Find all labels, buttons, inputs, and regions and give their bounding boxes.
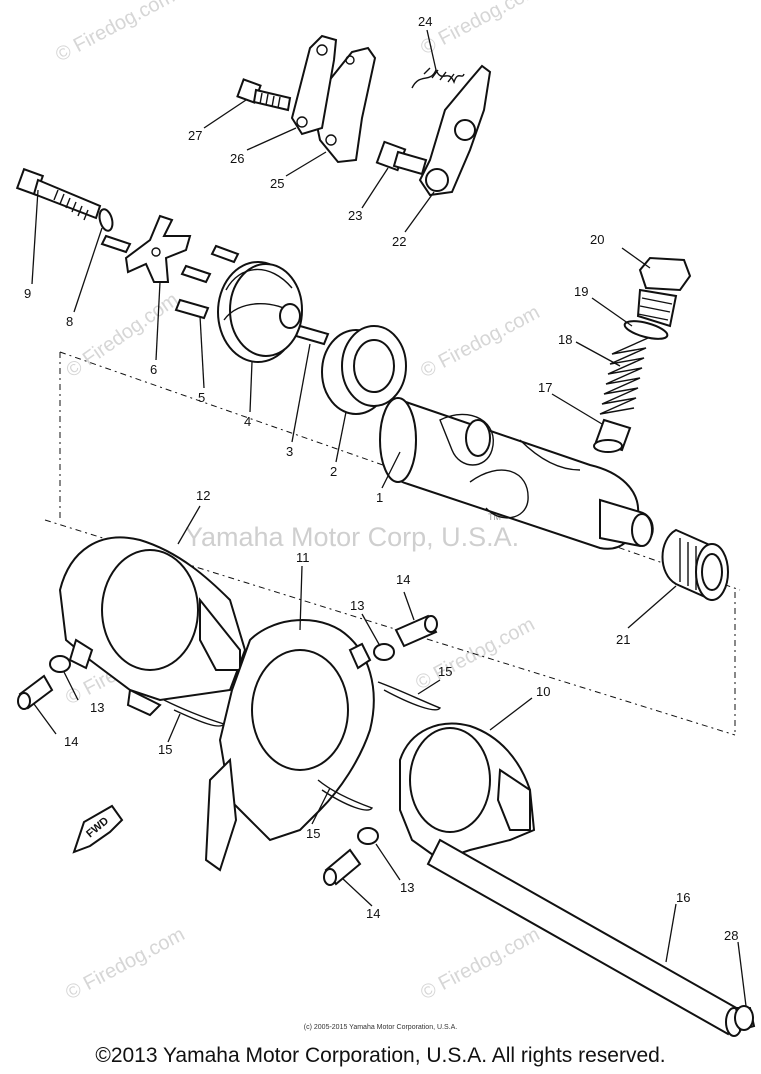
callout-27: 27 [188,128,202,143]
callout-15-low: 15 [306,826,320,841]
collar-13-left [49,655,71,673]
callout-17: 17 [538,380,552,395]
collar-13-mid [373,643,395,661]
callout-16: 16 [676,890,690,905]
footer-copyright: ©2013 Yamaha Motor Corporation, U.S.A. A… [95,1044,666,1067]
bolt-23 [375,140,428,176]
watermark: © Firedog.com [417,301,543,382]
stopper-plate-26 [290,34,338,136]
callout-19: 19 [574,284,588,299]
cap-28 [734,1005,756,1032]
callout-13-mid: 13 [350,598,364,613]
bearing-21 [661,528,729,602]
shift-fork-12 [58,536,247,717]
cotter-15-low [317,779,374,811]
callout-14-low: 14 [366,906,380,921]
tm-mark: TM [488,512,501,522]
pin-14-left [17,674,54,710]
callout-1: 1 [376,490,383,505]
callout-25: 25 [270,176,284,191]
callout-4: 4 [244,414,251,429]
watermark: © Firedog.com [52,0,178,66]
callout-9: 9 [24,286,31,301]
plug-20 [636,256,692,328]
cotter-15-left [163,699,226,727]
alignment-lines [44,351,741,736]
callout-14-mid: 14 [396,572,410,587]
shift-fork-10 [399,722,536,862]
callout-5: 5 [198,390,205,405]
washer-8 [98,208,114,232]
pin-14-mid [394,614,438,648]
washer-19 [623,320,669,340]
callout-20: 20 [590,232,604,247]
spring-24 [411,67,465,89]
callout-23: 23 [348,208,362,223]
callout-8: 8 [66,314,73,329]
shift-cam-1 [379,397,654,550]
callout-24: 24 [418,14,432,29]
guide-bar-16 [426,838,743,1037]
cotter-15-mid [377,681,442,711]
screw-9 [15,167,102,221]
stopper-lever-22 [418,64,492,197]
callout-22: 22 [392,234,406,249]
plunger-17 [593,418,632,453]
collar-13-low [357,827,379,845]
callout-6: 6 [150,362,157,377]
callouts: 24 27 26 25 23 22 9 8 6 5 4 3 2 1 20 19 … [24,14,738,943]
callout-14-left: 14 [64,734,78,749]
callout-12: 12 [196,488,210,503]
callout-26: 26 [230,151,244,166]
spring-18 [599,337,649,415]
callout-21: 21 [616,632,630,647]
bearing-2 [321,325,407,415]
bolt-27 [236,78,292,112]
callout-2: 2 [330,464,337,479]
shift-fork-11 [204,619,375,872]
callout-13-left: 13 [90,700,104,715]
small-copyright: (c) 2005-2015 Yamaha Motor Corporation, … [303,1024,458,1031]
leader-lines [31,29,747,1007]
callout-10: 10 [536,684,550,699]
pin-14-low [323,848,362,886]
stopper-plate-25 [310,46,377,164]
segment-4 [217,261,303,363]
watermark: © Firedog.com [417,0,543,59]
centerline [44,519,736,736]
callout-11: 11 [296,550,310,565]
callout-15-mid: 15 [438,664,452,679]
callout-18: 18 [558,332,572,347]
watermark: © Firedog.com [62,289,182,382]
callout-3: 3 [286,444,293,459]
callout-15-left: 15 [158,742,172,757]
watermark: © Firedog.com [417,923,543,1004]
fwd-arrow-icon: FWD [72,804,124,854]
cam-star-6 [124,214,192,283]
callout-28: 28 [724,928,738,943]
pins-pair [100,234,240,320]
callout-13-low: 13 [400,880,414,895]
dowel-3 [294,324,330,346]
watermark: © Firedog.com [62,923,188,1004]
center-watermark: Yamaha Motor Corp, U.S.A. [185,522,519,552]
